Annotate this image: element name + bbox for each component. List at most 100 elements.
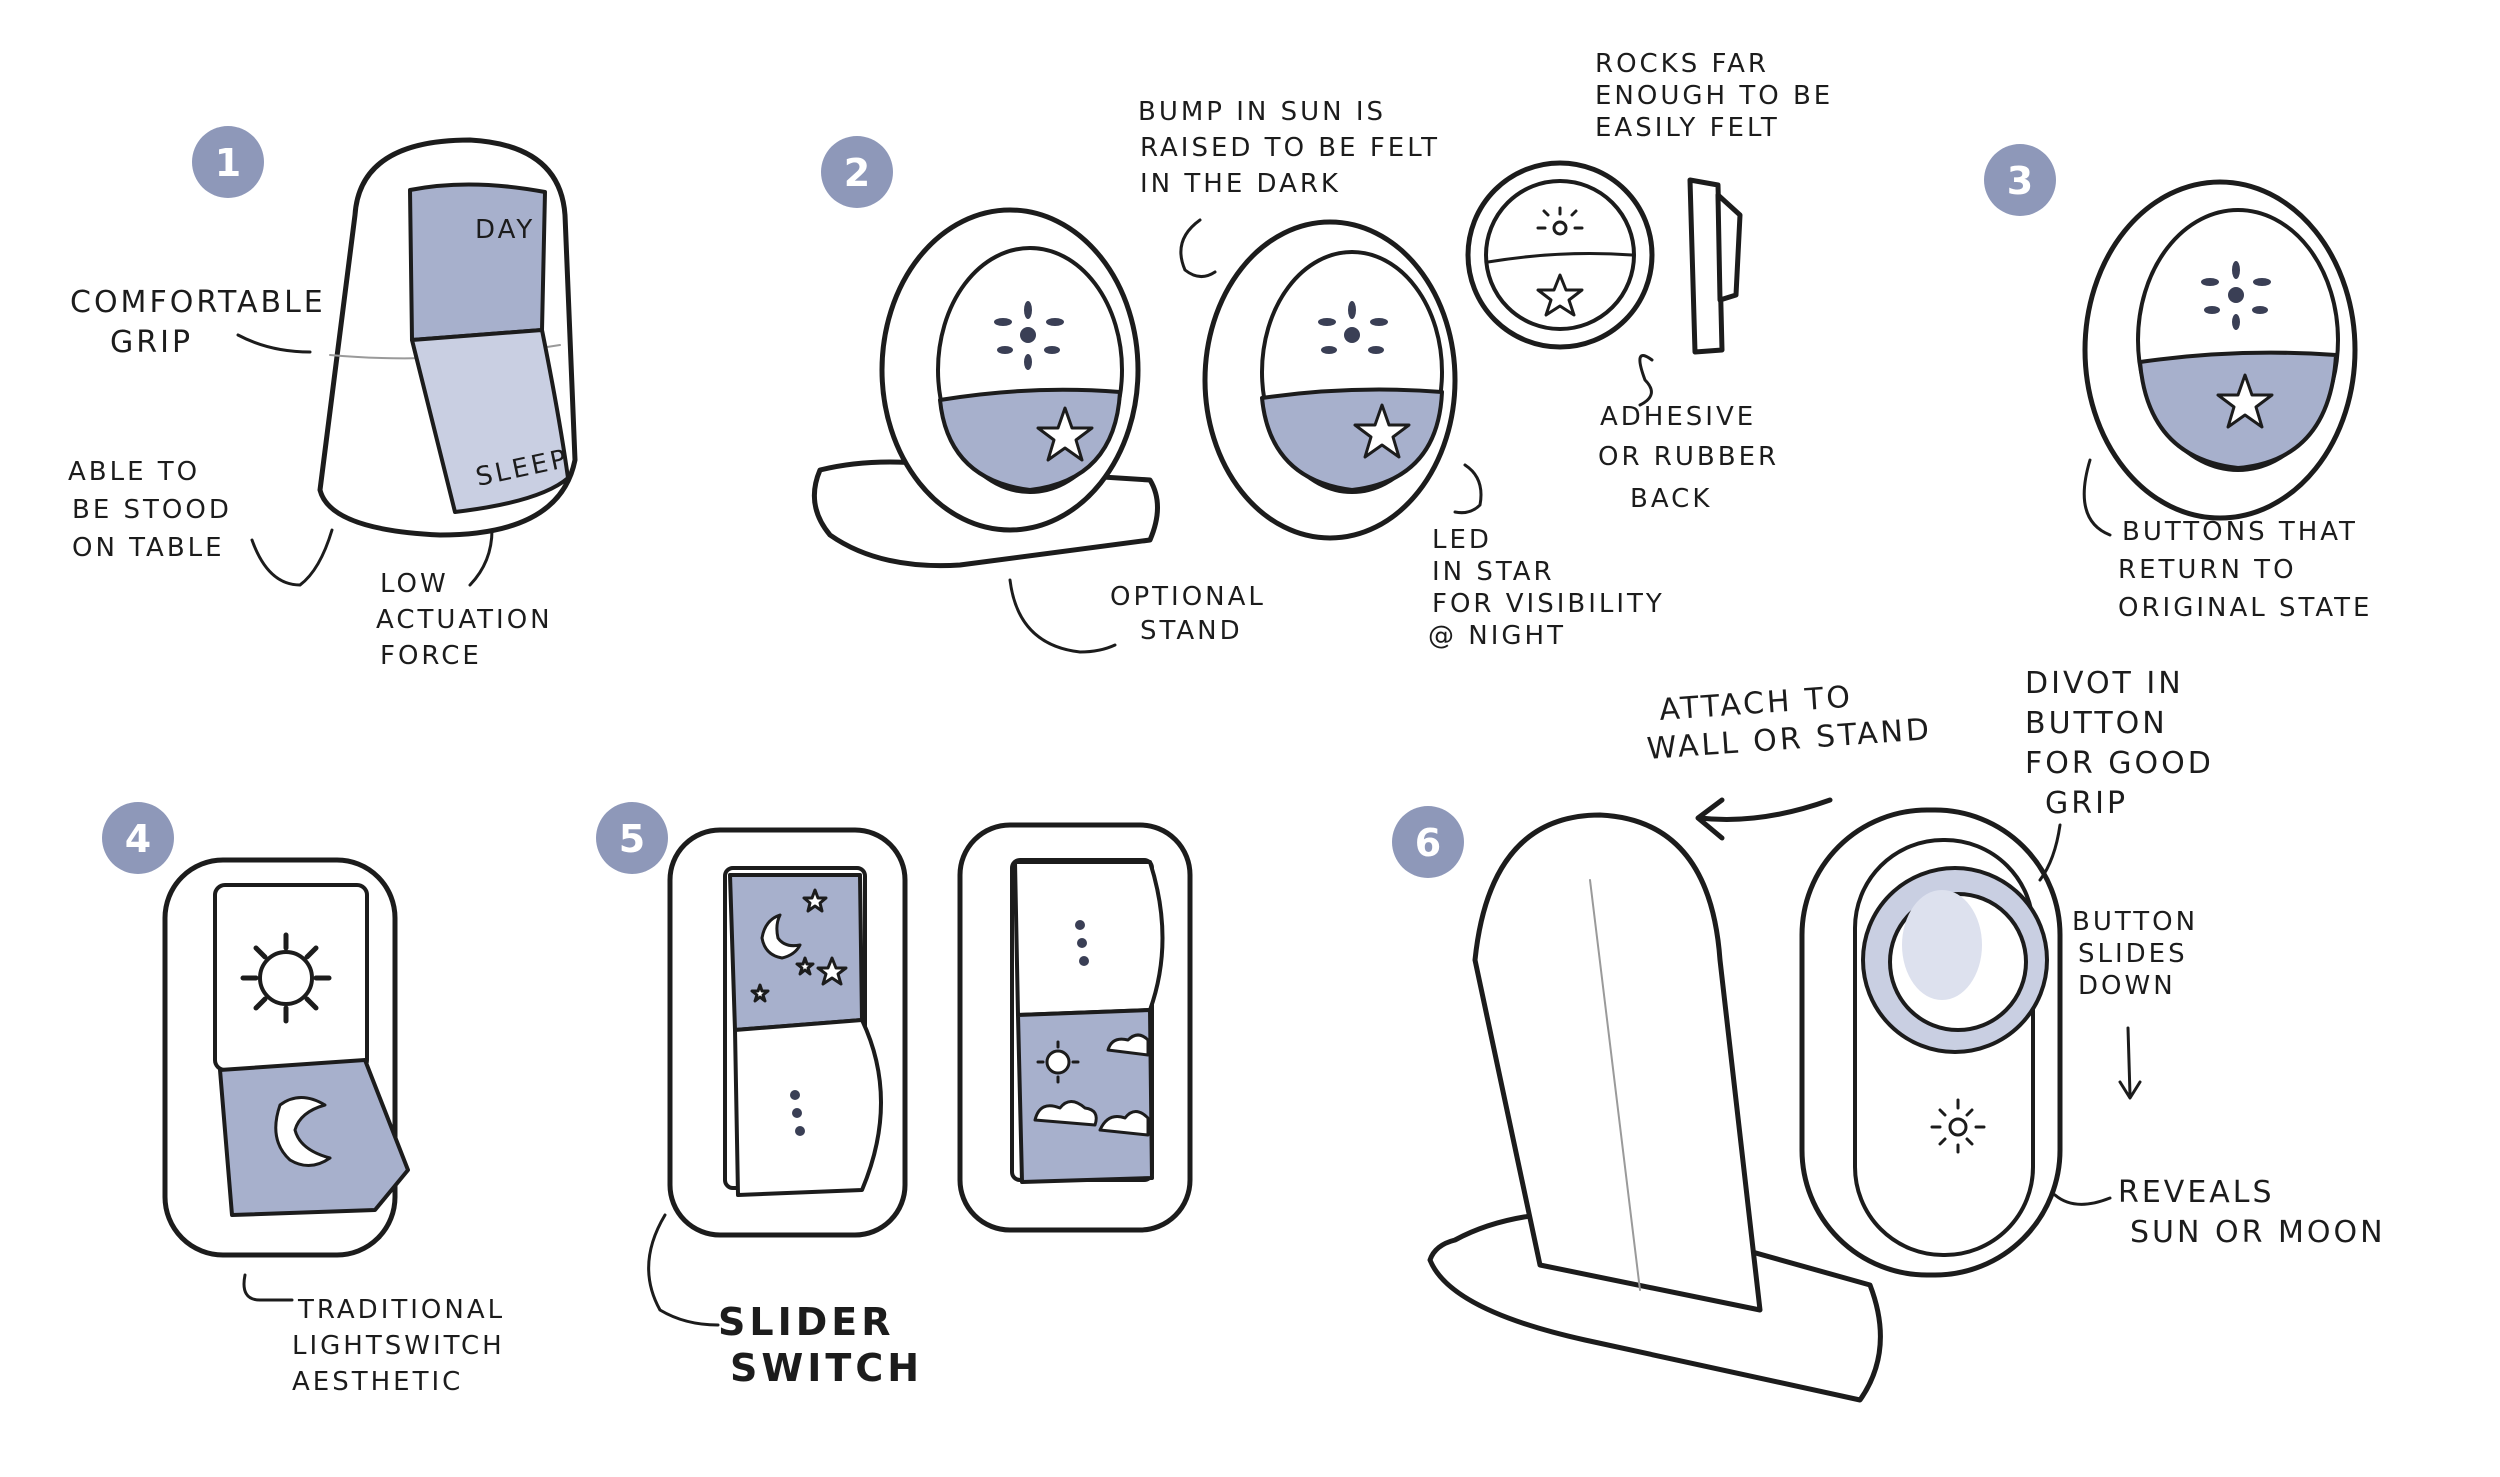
- note-force-line-1: LOW: [380, 569, 449, 599]
- star-icon: [802, 888, 828, 913]
- note-slides-line-2: SLIDES: [2078, 939, 2188, 969]
- arrow-icon: [1695, 797, 1833, 841]
- concept-5-badge: 5: [596, 802, 668, 874]
- sun-icon: [240, 932, 332, 1024]
- note-reveals: REVEALS SUN OR MOON: [2053, 1175, 2386, 1250]
- concept-3-badge: 3: [1984, 144, 2056, 216]
- concept-3-number: 3: [2007, 159, 2033, 203]
- note-reveals-line-2: SUN OR MOON: [2130, 1215, 2386, 1250]
- rocker-switch-device: DAY SLEEP: [317, 137, 578, 538]
- round-switch-on-stand: [811, 207, 1160, 569]
- note-return-line-2: RETURN TO: [2118, 555, 2297, 585]
- note-led-line-3: FOR VISIBILITY: [1432, 589, 1665, 619]
- note-slides-line-3: DOWN: [2078, 971, 2176, 1001]
- cloud-icon: [1098, 1110, 1150, 1137]
- cloud-icon: [1106, 1033, 1150, 1057]
- note-divot-line-3: FOR GOOD: [2025, 746, 2214, 781]
- round-switch-return: [2082, 179, 2358, 521]
- concept-6-badge: 6: [1392, 806, 1464, 878]
- sun-icon: [1536, 206, 1584, 236]
- note-aesthetic-line-2: LIGHTSWITCH: [292, 1331, 505, 1361]
- concept-1-number: 1: [215, 141, 241, 185]
- star-icon: [1036, 406, 1094, 462]
- concept-2-badge: 2: [821, 136, 893, 208]
- note-rocks-line-1: ROCKS FAR: [1595, 49, 1769, 79]
- note-rocks-line-2: ENOUGH TO BE: [1595, 81, 1833, 111]
- note-table-line-2: BE STOOD: [72, 495, 232, 525]
- note-reveals-line-1: REVEALS: [2118, 1175, 2275, 1210]
- round-switch-front-view: [1465, 160, 1655, 350]
- star-icon: [795, 956, 815, 976]
- concept-5-number: 5: [619, 817, 645, 861]
- note-divot-line-1: DIVOT IN: [2025, 666, 2184, 701]
- note-force-line-2: ACTUATION: [376, 605, 553, 635]
- round-switch-side-view: [1687, 177, 1743, 355]
- concept-6-number: 6: [1415, 821, 1441, 865]
- note-rocks-line-3: EASILY FELT: [1595, 113, 1780, 143]
- sun-icon: [2201, 261, 2271, 330]
- note-bump-line-3: IN THE DARK: [1140, 169, 1341, 199]
- concept-4-number: 4: [125, 817, 151, 861]
- stand-plate: [1427, 812, 1883, 1403]
- note-slider-line-2: SWITCH: [730, 1346, 923, 1390]
- star-icon: [2216, 373, 2274, 429]
- note-table-line-3: ON TABLE: [72, 533, 225, 563]
- note-grip-line-2: GRIP: [110, 325, 193, 360]
- slider-switch-day: [957, 822, 1193, 1233]
- note-divot: DIVOT IN BUTTON FOR GOOD GRIP: [2025, 666, 2214, 882]
- sun-icon: [1318, 301, 1388, 354]
- switch-day-label: DAY: [475, 215, 535, 245]
- note-led-line-4: @ NIGHT: [1428, 621, 1566, 651]
- concept-1-badge: 1: [192, 126, 264, 198]
- concept-2-number: 2: [844, 151, 870, 195]
- note-slider-line-1: SLIDER: [718, 1300, 894, 1344]
- moon-icon: [274, 1096, 332, 1167]
- note-divot-line-2: BUTTON: [2025, 706, 2168, 741]
- note-led-line-1: LED: [1432, 525, 1492, 555]
- note-return-line-1: BUTTONS THAT: [2122, 517, 2358, 547]
- note-adhesive-line-1: ADHESIVE: [1600, 402, 1756, 432]
- round-switch-wall: [1202, 219, 1458, 541]
- note-led-line-2: IN STAR: [1432, 557, 1555, 587]
- note-grip-line-1: COMFORTABLE: [70, 285, 326, 320]
- sun-icon: [1036, 1040, 1080, 1084]
- cloud-icon: [1033, 1100, 1098, 1127]
- note-bump-line-2: RAISED TO BE FELT: [1140, 133, 1440, 163]
- note-divot-line-4: GRIP: [2045, 786, 2128, 821]
- star-icon: [1536, 273, 1584, 317]
- note-adhesive-line-2: OR RUBBER: [1598, 442, 1779, 472]
- slider-switch-night: [667, 827, 908, 1238]
- concept-2: 2: [811, 49, 1833, 654]
- note-stand-line-1: OPTIONAL: [1110, 582, 1266, 612]
- moon-icon: [760, 913, 802, 960]
- note-comfortable-grip: COMFORTABLE GRIP: [70, 285, 326, 360]
- concept-4-badge: 4: [102, 802, 174, 874]
- slide-button-device: [1799, 807, 2063, 1278]
